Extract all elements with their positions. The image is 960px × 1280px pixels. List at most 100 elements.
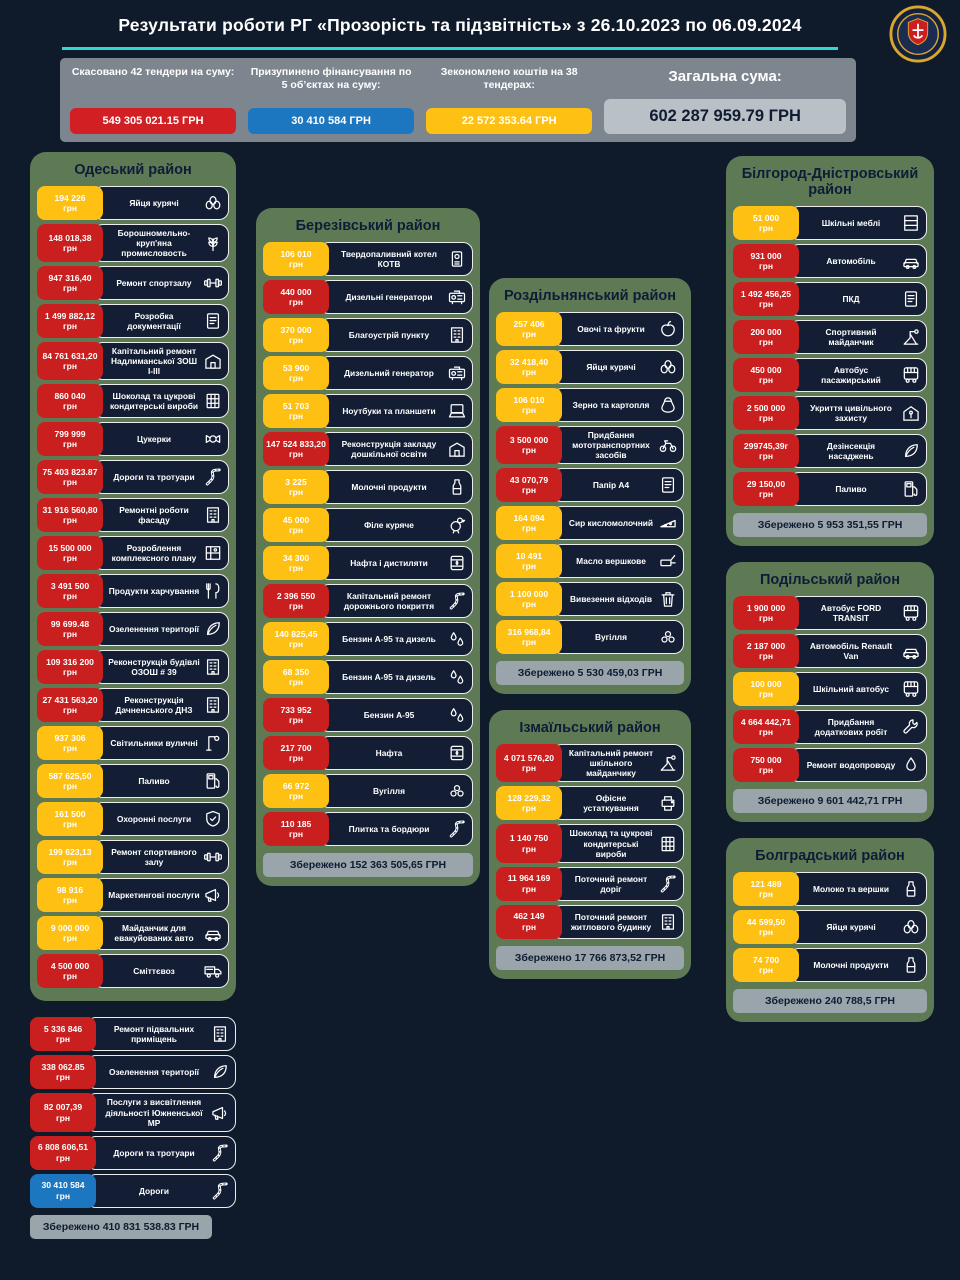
amount-unit: грн xyxy=(288,829,304,839)
tender-pill: Шкільні меблі xyxy=(789,206,927,240)
tender-label: Вугілля xyxy=(372,785,406,796)
tender-pill: Паливо xyxy=(93,764,229,799)
tender-label: Паливо xyxy=(835,483,867,494)
tender-label: Автобус FORD TRANSIT xyxy=(820,602,882,623)
saved-badge: Збережено 152 363 505,65 ГРН xyxy=(263,853,473,877)
summary-economy-label: Зекономлено коштів на 38 тендерах: xyxy=(440,66,578,92)
amount-unit: грн xyxy=(288,297,304,307)
tender-label: Зерно та картопля xyxy=(572,399,650,410)
amount-unit: грн xyxy=(288,259,304,269)
tender-label: Розроблення комплексного плану xyxy=(111,543,197,564)
amount-value: 587 625,50 xyxy=(48,771,92,782)
amount-unit: грн xyxy=(521,599,537,610)
wheat-icon xyxy=(203,233,223,253)
tender-label: Молоко та вершки xyxy=(813,883,889,894)
tender-pill: Дороги та тротуари xyxy=(86,1135,236,1170)
amount-unit: грн xyxy=(62,401,78,412)
tender-label: Сир кисломолочний xyxy=(568,518,654,529)
amount-value: 4 071 576,20 xyxy=(503,753,555,764)
tender-label: Бензин А-95 та дизель xyxy=(342,671,436,682)
amount-value: 68 350 xyxy=(282,666,310,677)
amount-unit: грн xyxy=(62,439,78,450)
tender-pill: Шкільний автобус xyxy=(789,672,927,706)
tender-pill: Придбання додаткових робіт xyxy=(789,710,927,744)
amount-value: 51 703 xyxy=(282,400,310,411)
amount-value: 194 226 xyxy=(54,192,86,203)
amount-unit: грн xyxy=(288,487,304,497)
amount-unit: грн xyxy=(62,203,78,213)
milk-icon xyxy=(901,879,921,899)
tender-label: Шкільні меблі xyxy=(821,217,881,228)
tender-label: Цукерки xyxy=(136,434,172,445)
oil-icon xyxy=(447,553,467,573)
road-icon xyxy=(658,874,678,894)
amount-value: 199 623,13 xyxy=(48,847,92,858)
amount-unit: грн xyxy=(521,921,537,932)
tender-pill: Вивезення відходів xyxy=(552,582,684,617)
summary-total-value: 602 287 959.79 ГРН xyxy=(604,99,847,134)
tender-pill: Автомобіль xyxy=(789,244,927,278)
amount-unit: грн xyxy=(55,1072,71,1083)
amount-value: 937 306 xyxy=(54,733,86,744)
amount-unit: грн xyxy=(288,639,304,649)
shelter-icon xyxy=(901,403,921,423)
amount-value: 74 700 xyxy=(752,954,780,965)
amount-unit: грн xyxy=(288,715,304,725)
amount-value: 110 185 xyxy=(280,818,312,829)
tender-pill: Дороги xyxy=(86,1173,236,1208)
drops-icon xyxy=(447,705,467,725)
amount-unit: грн xyxy=(758,413,774,423)
leaf-icon xyxy=(210,1062,230,1082)
amount-value: 11 964 169 xyxy=(507,873,551,884)
tender-label: ПКД xyxy=(842,293,860,304)
amount-value: 1 140 750 xyxy=(509,833,549,844)
summary-bar: Скасовано 42 тендери на суму: 549 305 02… xyxy=(60,58,856,142)
summary-cancelled-label: Скасовано 42 тендери на суму: xyxy=(71,66,235,78)
tender-label: Молочні продукти xyxy=(813,959,889,970)
trash-icon xyxy=(658,589,678,609)
amount-value: 750 000 xyxy=(750,754,782,765)
road-icon xyxy=(210,1143,230,1163)
summary-cancelled: Скасовано 42 тендери на суму: 549 305 02… xyxy=(70,66,237,134)
tender-label: Ремонт спортивного залу xyxy=(111,847,197,868)
tender-label: Нафта і дистиляти xyxy=(350,557,428,568)
amount-unit: грн xyxy=(521,637,537,648)
tender-pill: Масло вершкове xyxy=(552,544,684,579)
fuel-icon xyxy=(901,479,921,499)
tender-label: Укриття цивільного захисту xyxy=(810,402,892,423)
amount-value: 3 225 xyxy=(285,476,307,487)
amount-value: 257 406 xyxy=(513,318,545,329)
amount-value: 30 410 584 xyxy=(41,1180,85,1191)
amount-unit: грн xyxy=(55,1190,71,1201)
amount-unit: грн xyxy=(758,299,774,309)
amount-value: 799 999 xyxy=(54,429,86,440)
chicken-icon xyxy=(447,515,467,535)
megaphone-icon xyxy=(210,1103,230,1123)
tender-pill: Розробка документації xyxy=(93,304,229,339)
